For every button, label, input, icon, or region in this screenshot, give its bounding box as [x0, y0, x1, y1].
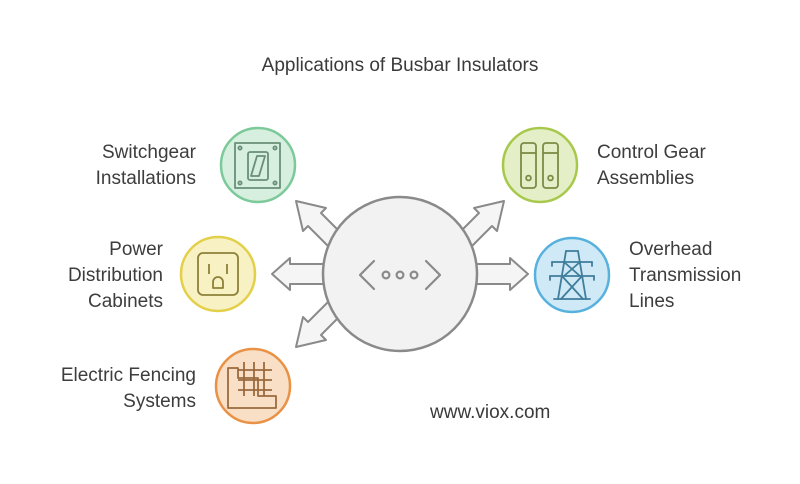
- label-control-gear: Control Gear Assemblies: [597, 140, 706, 192]
- label-line: Transmission: [629, 265, 742, 286]
- label-line: Installations: [95, 168, 196, 189]
- arrow-overhead-transmission: [469, 257, 529, 291]
- node-overhead-transmission: [533, 236, 611, 314]
- label-line: Overhead: [629, 239, 713, 260]
- node-electric-fencing: [214, 347, 292, 425]
- label-electric-fencing: Electric Fencing Systems: [61, 363, 196, 415]
- label-line: Control Gear: [597, 142, 706, 163]
- label-line: Distribution: [67, 265, 163, 286]
- label-overhead-transmission: Overhead Transmission Lines: [629, 237, 741, 315]
- code-brackets-icon: [358, 259, 442, 291]
- control-panel-icon: [520, 142, 559, 189]
- toggle-switch-icon: [234, 142, 281, 189]
- fence-grid-icon: [227, 362, 277, 409]
- label-line: Cabinets: [88, 291, 163, 312]
- node-power-distribution: [179, 235, 257, 313]
- label-line: Systems: [123, 391, 196, 412]
- label-line: Assemblies: [597, 168, 695, 189]
- node-control-gear: [501, 126, 579, 204]
- label-line: Switchgear: [102, 142, 196, 163]
- website-link[interactable]: www.viox.com: [430, 402, 551, 423]
- diagram-title: Applications of Busbar Insulators: [261, 55, 539, 76]
- label-power-distribution: Power Distribution Cabinets: [68, 237, 163, 315]
- label-line: Power: [109, 239, 163, 260]
- power-outlet-icon: [197, 252, 239, 296]
- node-switchgear: [219, 126, 297, 204]
- transmission-tower-icon: [549, 250, 595, 300]
- label-line: Electric Fencing: [60, 365, 196, 386]
- arrow-power-distribution: [271, 257, 331, 291]
- label-switchgear: Switchgear Installations: [96, 140, 196, 192]
- label-line: Lines: [629, 291, 675, 312]
- central-hub: [321, 195, 479, 353]
